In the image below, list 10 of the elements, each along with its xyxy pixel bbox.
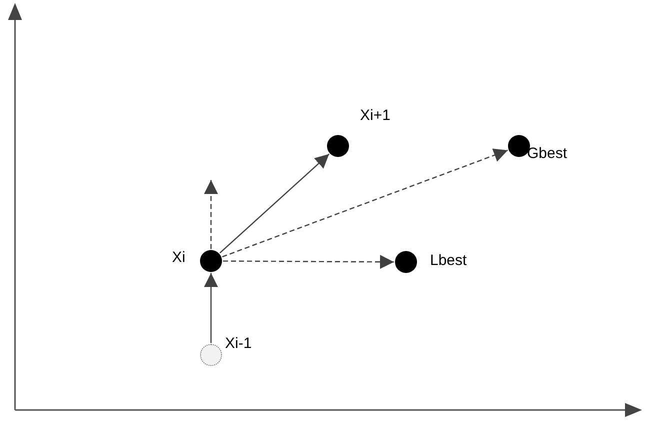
point-label: Xi+1 xyxy=(360,108,390,123)
point-label: Xi-1 xyxy=(225,336,252,351)
arrow xyxy=(204,180,218,249)
arrow xyxy=(223,254,394,269)
arrow xyxy=(204,273,218,343)
arrow xyxy=(222,148,508,258)
point-label: Lbest xyxy=(430,253,467,268)
point-label: Gbest xyxy=(527,146,568,161)
point-label: Xi xyxy=(172,250,186,265)
arrow xyxy=(220,154,330,254)
